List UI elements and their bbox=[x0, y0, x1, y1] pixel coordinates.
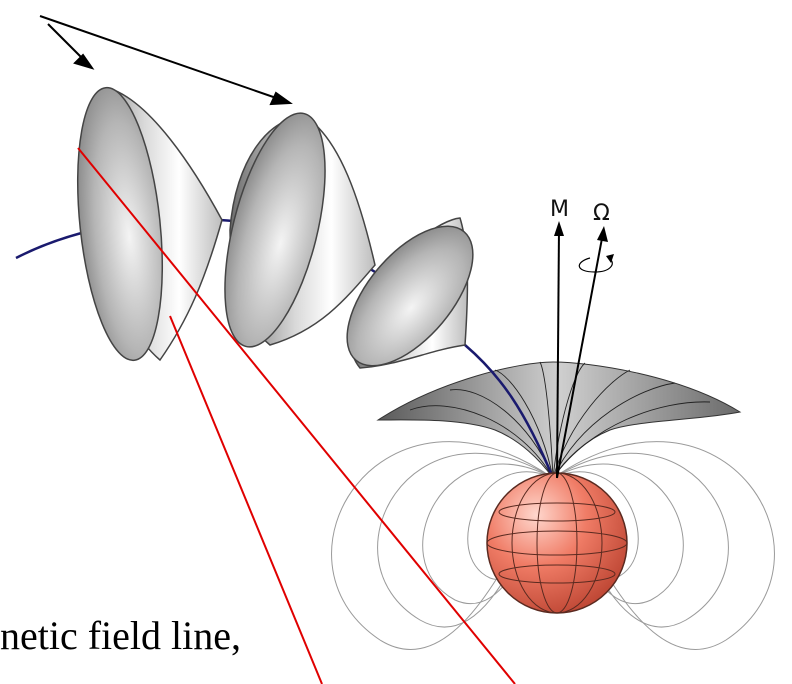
magnetic-axis-label: M bbox=[550, 197, 569, 222]
emission-cone-1 bbox=[76, 86, 223, 362]
pointer-arrows bbox=[39, 15, 293, 106]
sight-lines bbox=[77, 147, 516, 684]
sight-line-2 bbox=[169, 315, 323, 684]
rotation-arrow-icon bbox=[578, 257, 613, 273]
rotation-axis-label: Ω bbox=[593, 201, 610, 226]
rotation-axis: Ω bbox=[556, 201, 614, 479]
pointer-arrow-long bbox=[39, 15, 283, 101]
polar-cap-surface bbox=[376, 361, 742, 479]
magnetic-axis: M bbox=[550, 197, 569, 479]
sight-line-1 bbox=[77, 147, 516, 684]
dipole-field-lines bbox=[331, 441, 775, 650]
neutron-star bbox=[486, 472, 628, 614]
pointer-arrow-short bbox=[47, 23, 87, 63]
emission-cone-3 bbox=[346, 217, 474, 369]
emission-cone-2 bbox=[224, 112, 376, 348]
caption-text: netic field line, bbox=[0, 613, 242, 658]
